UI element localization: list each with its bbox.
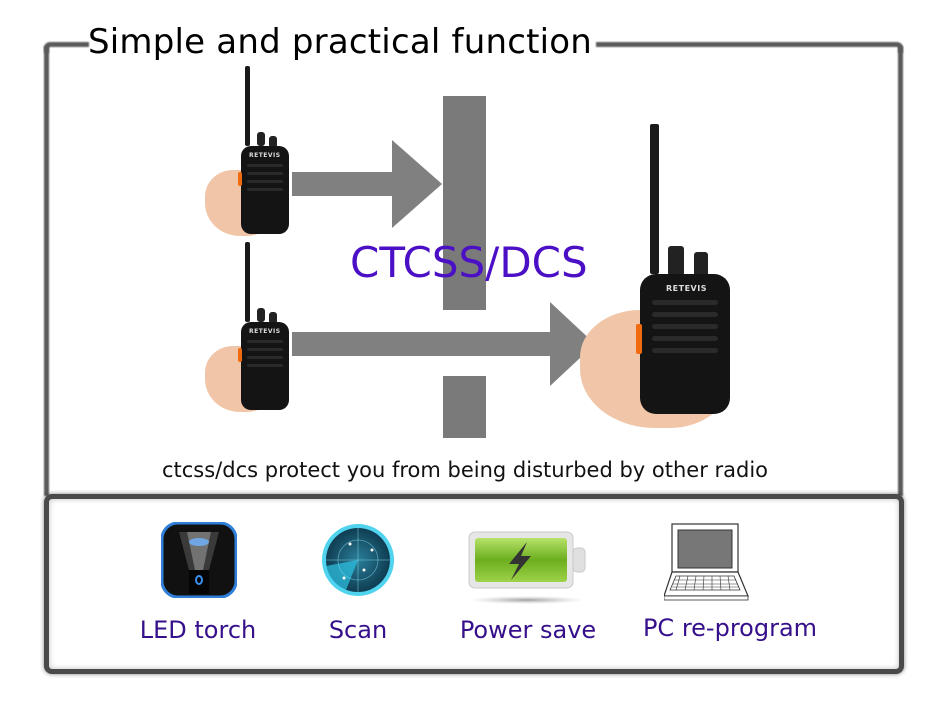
feature-label: LED torch	[139, 616, 257, 644]
flashlight-icon	[160, 521, 238, 599]
ctcss-barrier-bottom	[443, 376, 486, 438]
walkie-talkie-receiver: RETEVIS	[576, 124, 746, 434]
walkie-talkie-sender-top: RETEVIS	[205, 66, 295, 238]
ctcss-dcs-label: CTCSS/DCS	[350, 238, 588, 287]
page-title: Simple and practical function	[88, 22, 593, 62]
walkie-talkie-sender-bottom: RETEVIS	[205, 242, 295, 414]
ctcss-barrier-top	[443, 96, 486, 310]
frame-border-top-left	[44, 42, 89, 53]
radar-icon	[320, 522, 396, 598]
frame-border-right	[898, 46, 903, 496]
feature-label: Power save	[459, 616, 597, 644]
frame-border-top-right	[596, 42, 903, 53]
feature-label: Scan	[328, 616, 388, 644]
feature-label: PC re-program	[642, 614, 818, 642]
frame-border-left	[44, 46, 49, 496]
laptop-icon	[663, 522, 754, 602]
battery-icon	[465, 530, 591, 606]
ctcss-caption: ctcss/dcs protect you from being disturb…	[161, 458, 769, 482]
